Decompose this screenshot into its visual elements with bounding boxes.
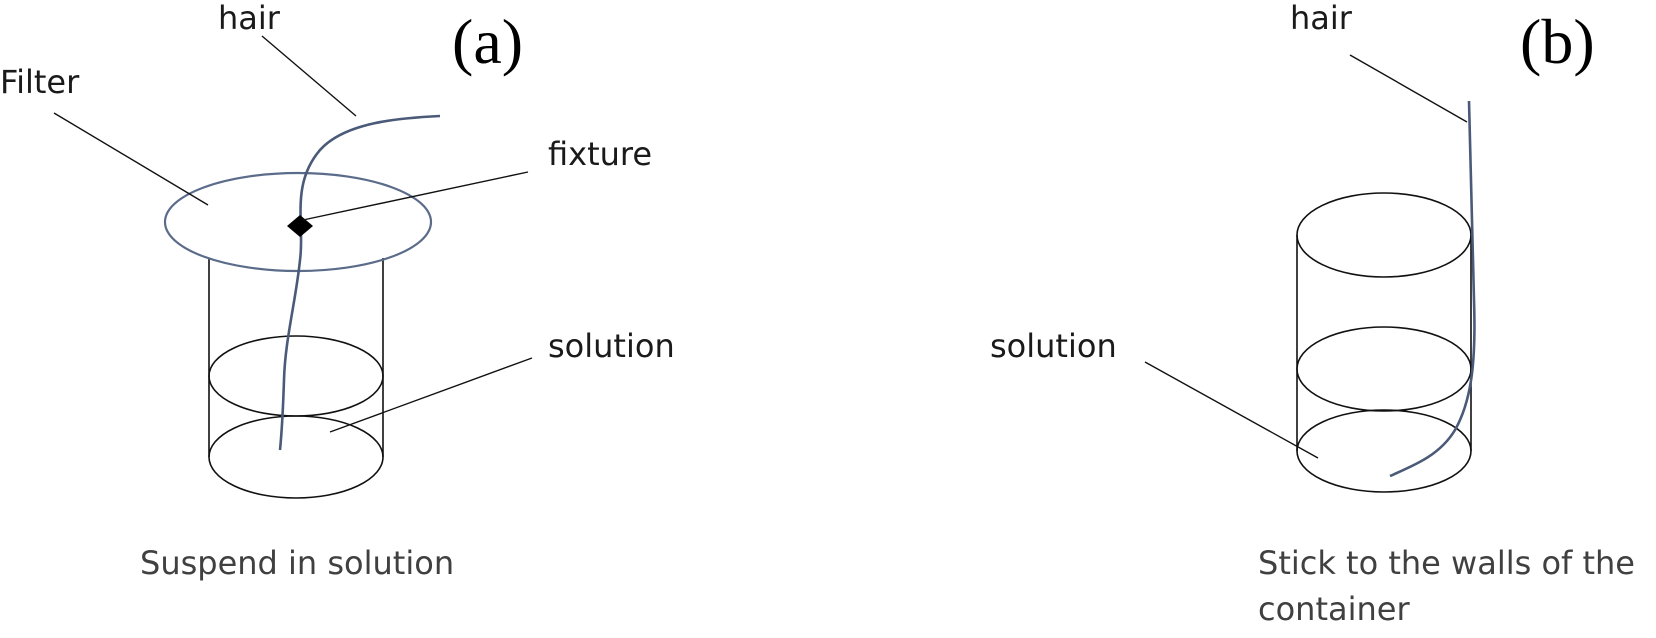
fixture-marker: [287, 215, 313, 237]
hair-a: [278, 114, 441, 451]
fixture-label: fixture: [548, 135, 653, 173]
solution-surface-a: [208, 335, 384, 417]
caption-b-line1: Stick to the walls of the: [1258, 544, 1635, 582]
hair-a-label: hair: [218, 0, 280, 37]
hair-b: [1389, 100, 1476, 478]
fixture-leader: [302, 171, 529, 221]
panel-b-drawing: [1144, 54, 1476, 493]
caption-b: Stick to the walls of the container: [1258, 540, 1635, 633]
panel-b-label: (b): [1520, 6, 1595, 77]
panel-a-drawing: [53, 35, 533, 499]
hair-a-leader: [261, 35, 357, 117]
hair-b-label: hair: [1290, 0, 1352, 37]
solution-b-leader: [1144, 361, 1319, 459]
filter-label: Filter: [0, 63, 80, 101]
panel-a-label: (a): [452, 6, 524, 77]
solution-surface-b: [1296, 326, 1472, 412]
hair-b-leader: [1349, 54, 1468, 123]
container-b: [1296, 192, 1472, 493]
container-a: [208, 258, 384, 499]
solution-a-leader: [329, 357, 533, 433]
solution-b-label: solution: [990, 327, 1117, 365]
container-top-b: [1296, 192, 1472, 278]
container-base-a: [208, 415, 384, 499]
container-base-b: [1296, 409, 1472, 493]
solution-a-label: solution: [548, 327, 675, 365]
caption-a: Suspend in solution: [140, 544, 455, 582]
filter-leader: [53, 112, 209, 206]
caption-b-line2: container: [1258, 590, 1410, 629]
